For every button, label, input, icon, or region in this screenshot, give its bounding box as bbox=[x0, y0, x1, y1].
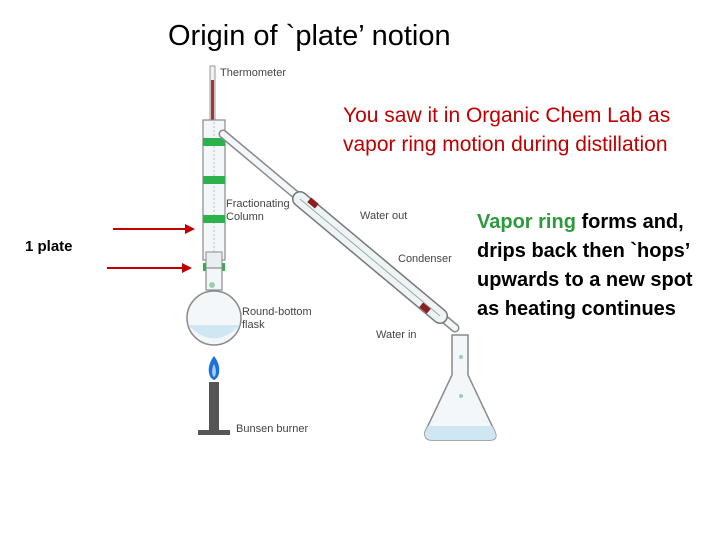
label-fractionating-column-box: Fractionating Column bbox=[226, 198, 290, 223]
organic-lab-note: You saw it in Organic Chem Lab as vapor … bbox=[343, 104, 671, 156]
label-fractionating-column: Fractionating Column bbox=[226, 198, 290, 223]
label-water-out: Water out bbox=[360, 210, 407, 222]
plate-band bbox=[203, 215, 225, 223]
vapor-ring-text: forms and, drips back then `hops’ upward… bbox=[477, 211, 693, 320]
plate-arrow-lower bbox=[107, 263, 192, 273]
label-round-bottom-flask-box: Round-bottom flask bbox=[242, 306, 312, 331]
one-plate-label: 1 plate bbox=[25, 238, 73, 255]
label-thermometer: Thermometer bbox=[220, 67, 286, 79]
bunsen-burner bbox=[198, 356, 230, 435]
receiving-flask bbox=[424, 334, 497, 441]
vapor-ring-highlight: Vapor ring bbox=[477, 211, 576, 233]
plate-band bbox=[203, 176, 225, 184]
label-bunsen-burner: Bunsen burner bbox=[236, 423, 308, 435]
plate-arrow-upper bbox=[113, 224, 195, 234]
plate-band bbox=[203, 138, 225, 146]
label-water-in: Water in bbox=[376, 329, 417, 341]
thermometer bbox=[209, 65, 216, 127]
label-round-bottom-flask: Round-bottom flask bbox=[242, 306, 312, 331]
round-bottom-flask bbox=[186, 267, 242, 346]
vapor-ring-note: Vapor ring forms and, drips back then `h… bbox=[477, 208, 717, 324]
fractionating-column bbox=[202, 119, 226, 271]
condenser bbox=[218, 129, 460, 333]
label-condenser: Condenser bbox=[398, 253, 452, 265]
slide-title: Origin of `plate’ notion bbox=[168, 20, 451, 52]
